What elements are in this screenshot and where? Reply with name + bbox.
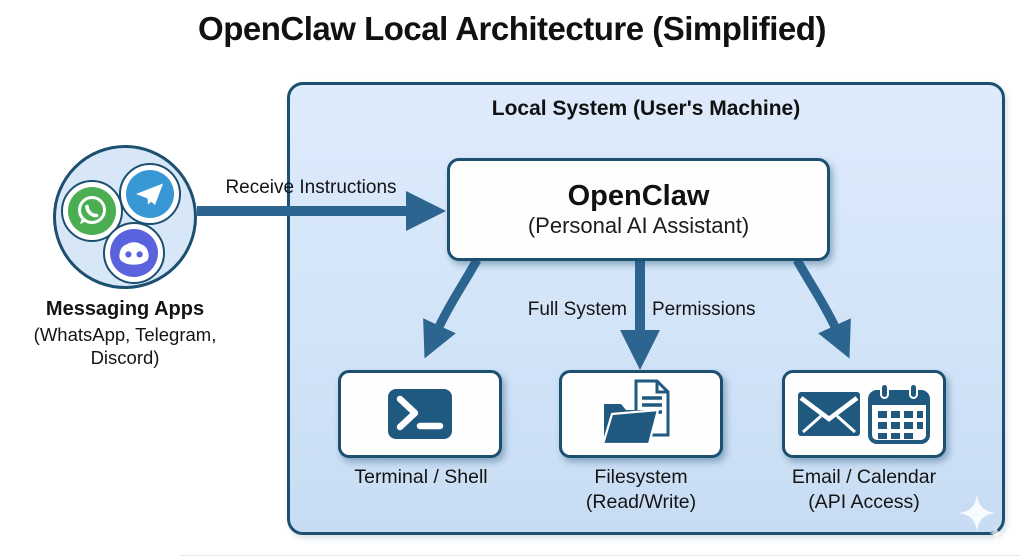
terminal-node — [338, 370, 502, 458]
openclaw-node: OpenClaw (Personal AI Assistant) — [447, 158, 830, 261]
local-system-header: Local System (User's Machine) — [491, 97, 801, 120]
bottom-divider — [180, 555, 1020, 556]
email-calendar-label-line2: (API Access) — [808, 491, 920, 513]
email-icon — [798, 392, 860, 436]
filesystem-node — [559, 370, 723, 458]
openclaw-subtitle: (Personal AI Assistant) — [527, 212, 750, 238]
messaging-apps-sublabel-line2: Discord) — [90, 347, 160, 368]
local-system-panel: Local System (User's Machine) — [287, 82, 1005, 535]
messaging-apps-sublabel-line1: (WhatsApp, Telegram, — [33, 324, 217, 345]
sparkle-icon — [958, 494, 1003, 540]
messaging-apps-node — [53, 145, 197, 289]
telegram-icon — [119, 163, 181, 225]
permissions-label: Permissions — [652, 299, 756, 320]
filesystem-label: Filesystem — [594, 466, 688, 488]
terminal-icon — [388, 389, 452, 439]
whatsapp-glyph — [68, 187, 116, 235]
email-calendar-label: Email / Calendar — [791, 466, 937, 488]
folder-files-icon — [601, 379, 670, 446]
discord-icon — [103, 222, 165, 284]
messaging-apps-label: Messaging Apps — [45, 298, 205, 320]
telegram-glyph — [126, 170, 174, 218]
calendar-icon — [868, 383, 930, 444]
email-calendar-node — [782, 370, 946, 458]
filesystem-label-line2: (Read/Write) — [585, 491, 697, 513]
full-system-label: Full System — [527, 299, 627, 320]
discord-glyph — [110, 229, 158, 277]
openclaw-title: OpenClaw — [567, 179, 710, 212]
terminal-label: Terminal / Shell — [354, 466, 488, 488]
diagram-title: OpenClaw Local Architecture (Simplified) — [198, 10, 826, 47]
receive-instructions-label: Receive Instructions — [225, 177, 397, 198]
